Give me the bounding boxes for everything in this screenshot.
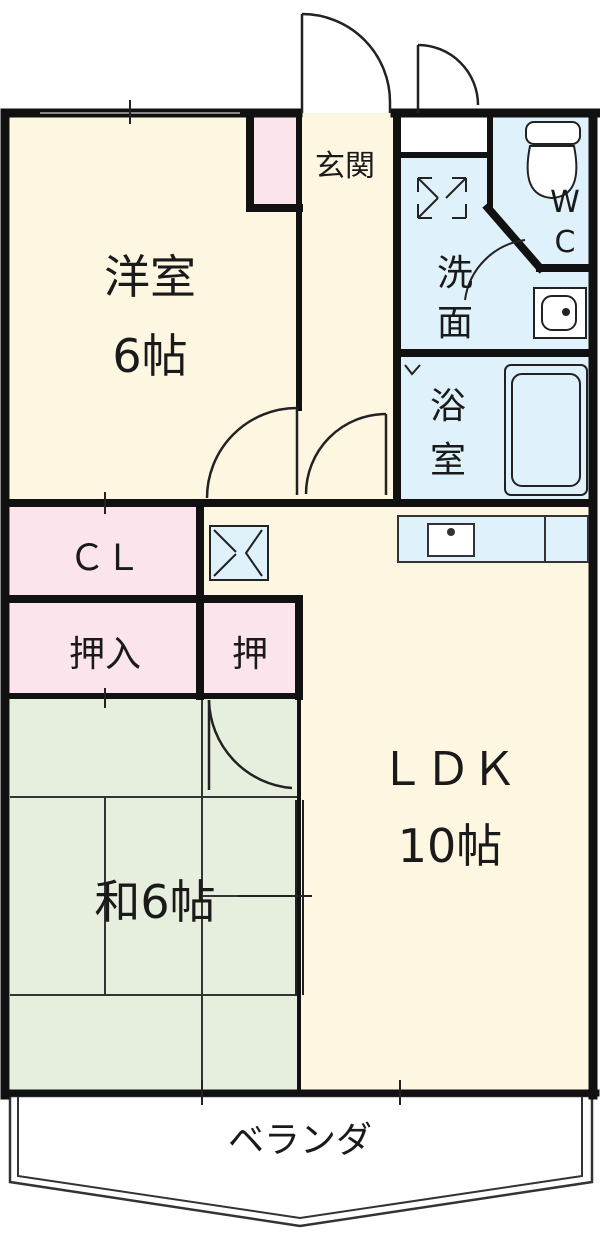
japanese-room-label: 和6帖 — [94, 875, 215, 929]
hallway-floor — [299, 200, 397, 503]
oshiire-label: 押入 — [69, 634, 141, 675]
western-room-label: 洋室 — [104, 250, 196, 304]
washroom-label-2: 面 — [437, 303, 473, 344]
oshiire-floor — [10, 599, 200, 696]
ldk-label: ＬＤＫ — [379, 742, 517, 796]
bathtub-icon — [504, 364, 588, 496]
washroom-label-1: 洗 — [437, 253, 473, 294]
oshi-floor — [200, 599, 299, 696]
entrance-door — [300, 12, 480, 113]
western-room-size: 6帖 — [112, 329, 187, 383]
window-marks — [40, 100, 401, 1105]
tatami-lines — [10, 696, 299, 1093]
washroom-door — [464, 239, 526, 301]
toilet-icon — [525, 121, 581, 200]
interior-doors — [205, 406, 388, 790]
toilet-label-1: W — [550, 185, 580, 220]
toilet-label-2: C — [555, 225, 576, 260]
kitchen-counter — [397, 515, 589, 563]
fan-icon-washroom — [417, 177, 467, 219]
entrance-floor — [299, 113, 397, 205]
entrance-label: 玄関 — [315, 149, 375, 184]
veranda-label: ベランダ — [228, 1120, 372, 1161]
entrance-pink-area — [250, 113, 299, 205]
shoe-box — [400, 117, 488, 152]
veranda-inner-line — [17, 1096, 583, 1220]
bath-label-2: 室 — [430, 440, 466, 481]
fan-icon — [209, 525, 269, 581]
ldk-size: 10帖 — [398, 819, 503, 873]
closet-label: ＣＬ — [69, 538, 141, 579]
oshi-label: 押 — [232, 634, 268, 675]
washbasin-icon — [533, 287, 587, 339]
veranda-outline — [8, 1094, 594, 1228]
bath-label-1: 浴 — [430, 386, 466, 427]
japanese-room-floor — [10, 696, 299, 1093]
bath-door-mark — [404, 364, 421, 376]
walls — [0, 108, 600, 1100]
closet-floor — [10, 503, 200, 599]
sliding-doors — [295, 800, 304, 995]
